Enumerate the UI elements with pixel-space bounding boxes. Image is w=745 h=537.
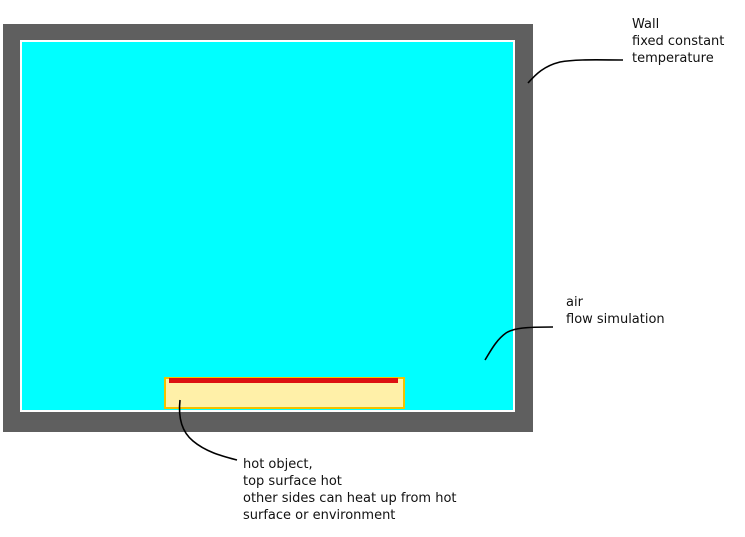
hot-object-leader-line: [178, 399, 238, 461]
wall-leader-line: [527, 59, 624, 84]
air-region: [20, 40, 515, 412]
air-leader-line: [484, 326, 554, 361]
wall-label-line: Wall: [632, 17, 660, 32]
air-label-line: air: [566, 295, 583, 310]
wall-label: Wall fixed constant temperature: [632, 16, 724, 67]
air-label: air flow simulation: [566, 294, 665, 328]
hot-object-label: hot object, top surface hot other sides …: [243, 456, 457, 524]
wall-label-line: fixed constant: [632, 34, 725, 49]
hot-top-surface: [169, 378, 398, 383]
hot-object-label-line: hot object,: [243, 457, 313, 472]
hot-object-label-line: other sides can heat up from hot: [243, 491, 457, 506]
hot-object-label-line: top surface hot: [243, 474, 342, 489]
wall-label-line: temperature: [632, 51, 714, 66]
air-label-line: flow simulation: [566, 312, 665, 327]
hot-object-label-line: surface or environment: [243, 508, 396, 523]
